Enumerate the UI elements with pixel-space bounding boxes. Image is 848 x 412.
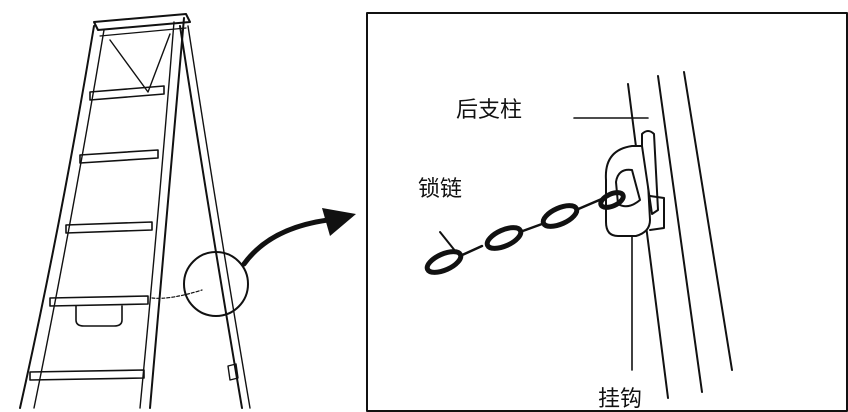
- rear-post: [627, 71, 733, 399]
- chain-label: 锁链: [418, 177, 462, 202]
- ladder-front-rail-left: [19, 25, 95, 409]
- chain-link-4: [598, 190, 626, 210]
- ladder-foot-clip: [227, 363, 239, 381]
- detail-magnifier-circle: [183, 251, 249, 317]
- ladder-step-4: [49, 295, 149, 307]
- chain-illustration: [424, 190, 626, 275]
- chain-link-2: [484, 225, 524, 251]
- ladder-rear-leg: [179, 25, 243, 409]
- chain-link-1: [424, 249, 464, 275]
- ladder-top-cap: [93, 13, 191, 31]
- ladder-step-5: [29, 369, 145, 381]
- ladder-step-3: [65, 221, 153, 234]
- pointer-arrow-head: [322, 208, 356, 236]
- rear-post-label: 后支柱: [456, 98, 522, 123]
- pointer-arrow-curve: [241, 217, 331, 267]
- ladder-mini-chain: [151, 289, 203, 299]
- ladder-step-2: [79, 149, 159, 164]
- ladder-front-rail-right: [149, 17, 185, 409]
- ladder-handle: [75, 305, 123, 327]
- hook-label: 挂钩: [598, 387, 642, 412]
- ladder-step-1: [89, 85, 165, 101]
- chain-link-3: [540, 203, 580, 229]
- hook-illustration: [604, 130, 665, 237]
- detail-panel-frame: [366, 12, 848, 412]
- ladder-illustration: [19, 13, 251, 409]
